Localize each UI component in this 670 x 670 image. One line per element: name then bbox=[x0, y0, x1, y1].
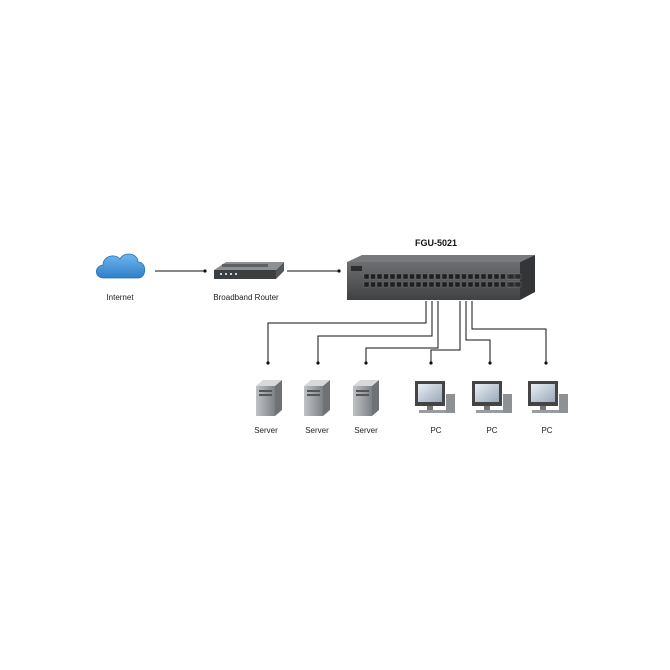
switch-port bbox=[428, 273, 435, 280]
switch-port bbox=[467, 281, 474, 288]
router-icon bbox=[214, 262, 284, 279]
switch-port bbox=[409, 273, 415, 280]
switch-port bbox=[500, 273, 506, 280]
switch-port bbox=[448, 281, 454, 288]
switch-port bbox=[383, 273, 389, 280]
pc-label-3: PC bbox=[541, 426, 553, 435]
switch-port bbox=[435, 281, 441, 288]
switch-uplink-port bbox=[507, 281, 515, 288]
switch-port bbox=[363, 273, 370, 280]
server-tower-2 bbox=[304, 380, 330, 416]
pc-label-2: PC bbox=[486, 426, 498, 435]
server-label-3: Server bbox=[354, 426, 378, 435]
switch-port bbox=[376, 273, 383, 280]
pc-workstation-2 bbox=[472, 381, 512, 413]
switch-port bbox=[422, 281, 428, 288]
switch-port bbox=[370, 273, 376, 280]
switch-port bbox=[396, 281, 402, 288]
switch-port bbox=[428, 281, 435, 288]
switch-icon bbox=[347, 255, 535, 300]
link-pc-3 bbox=[471, 301, 548, 365]
link-server-2 bbox=[316, 301, 433, 365]
switch-port bbox=[415, 273, 422, 280]
switch-port bbox=[402, 273, 409, 280]
switch-port bbox=[376, 281, 383, 288]
link-pc-1 bbox=[429, 301, 461, 365]
switch-uplink-port bbox=[514, 273, 522, 280]
switch-port bbox=[487, 273, 493, 280]
switch-uplink-port bbox=[507, 273, 515, 280]
switch-port bbox=[454, 281, 461, 288]
switch-port bbox=[370, 281, 376, 288]
switch-port bbox=[441, 273, 448, 280]
switch-port bbox=[500, 281, 506, 288]
link-pc-2 bbox=[465, 301, 492, 365]
switch-port bbox=[448, 273, 454, 280]
server-label-1: Server bbox=[254, 426, 278, 435]
switch-port bbox=[480, 281, 487, 288]
switch-port bbox=[467, 273, 474, 280]
pc-label-1: PC bbox=[430, 426, 442, 435]
switch-port bbox=[422, 273, 428, 280]
pc-workstation-1 bbox=[415, 381, 455, 413]
switch-port bbox=[389, 273, 396, 280]
router-label: Broadband Router bbox=[213, 293, 279, 302]
switch-port bbox=[441, 281, 448, 288]
internet-label: Internet bbox=[106, 293, 134, 302]
switch-port bbox=[415, 281, 422, 288]
link-server-3 bbox=[364, 301, 439, 365]
switch-port bbox=[493, 281, 500, 288]
switch-ports bbox=[363, 273, 522, 288]
switch-port bbox=[461, 281, 467, 288]
switch-port bbox=[474, 273, 480, 280]
switch-port bbox=[383, 281, 389, 288]
switch-port bbox=[435, 273, 441, 280]
switch-port bbox=[461, 273, 467, 280]
switch-port bbox=[454, 273, 461, 280]
server-tower-1 bbox=[256, 380, 282, 416]
switch-port bbox=[363, 281, 370, 288]
switch-port bbox=[493, 273, 500, 280]
switch-port bbox=[474, 281, 480, 288]
server-tower-3 bbox=[353, 380, 379, 416]
switch-port bbox=[409, 281, 415, 288]
switch-model-label: FGU-5021 bbox=[415, 238, 458, 248]
switch-port bbox=[480, 273, 487, 280]
switch-port bbox=[487, 281, 493, 288]
switch-uplink-port bbox=[514, 281, 522, 288]
cloud-icon bbox=[95, 253, 146, 279]
switch-port bbox=[389, 281, 396, 288]
server-label-2: Server bbox=[305, 426, 329, 435]
connection-lines bbox=[155, 269, 548, 365]
switch-port bbox=[396, 273, 402, 280]
switch-port bbox=[402, 281, 409, 288]
pc-workstation-3 bbox=[528, 381, 568, 413]
link-server-1 bbox=[266, 301, 427, 365]
